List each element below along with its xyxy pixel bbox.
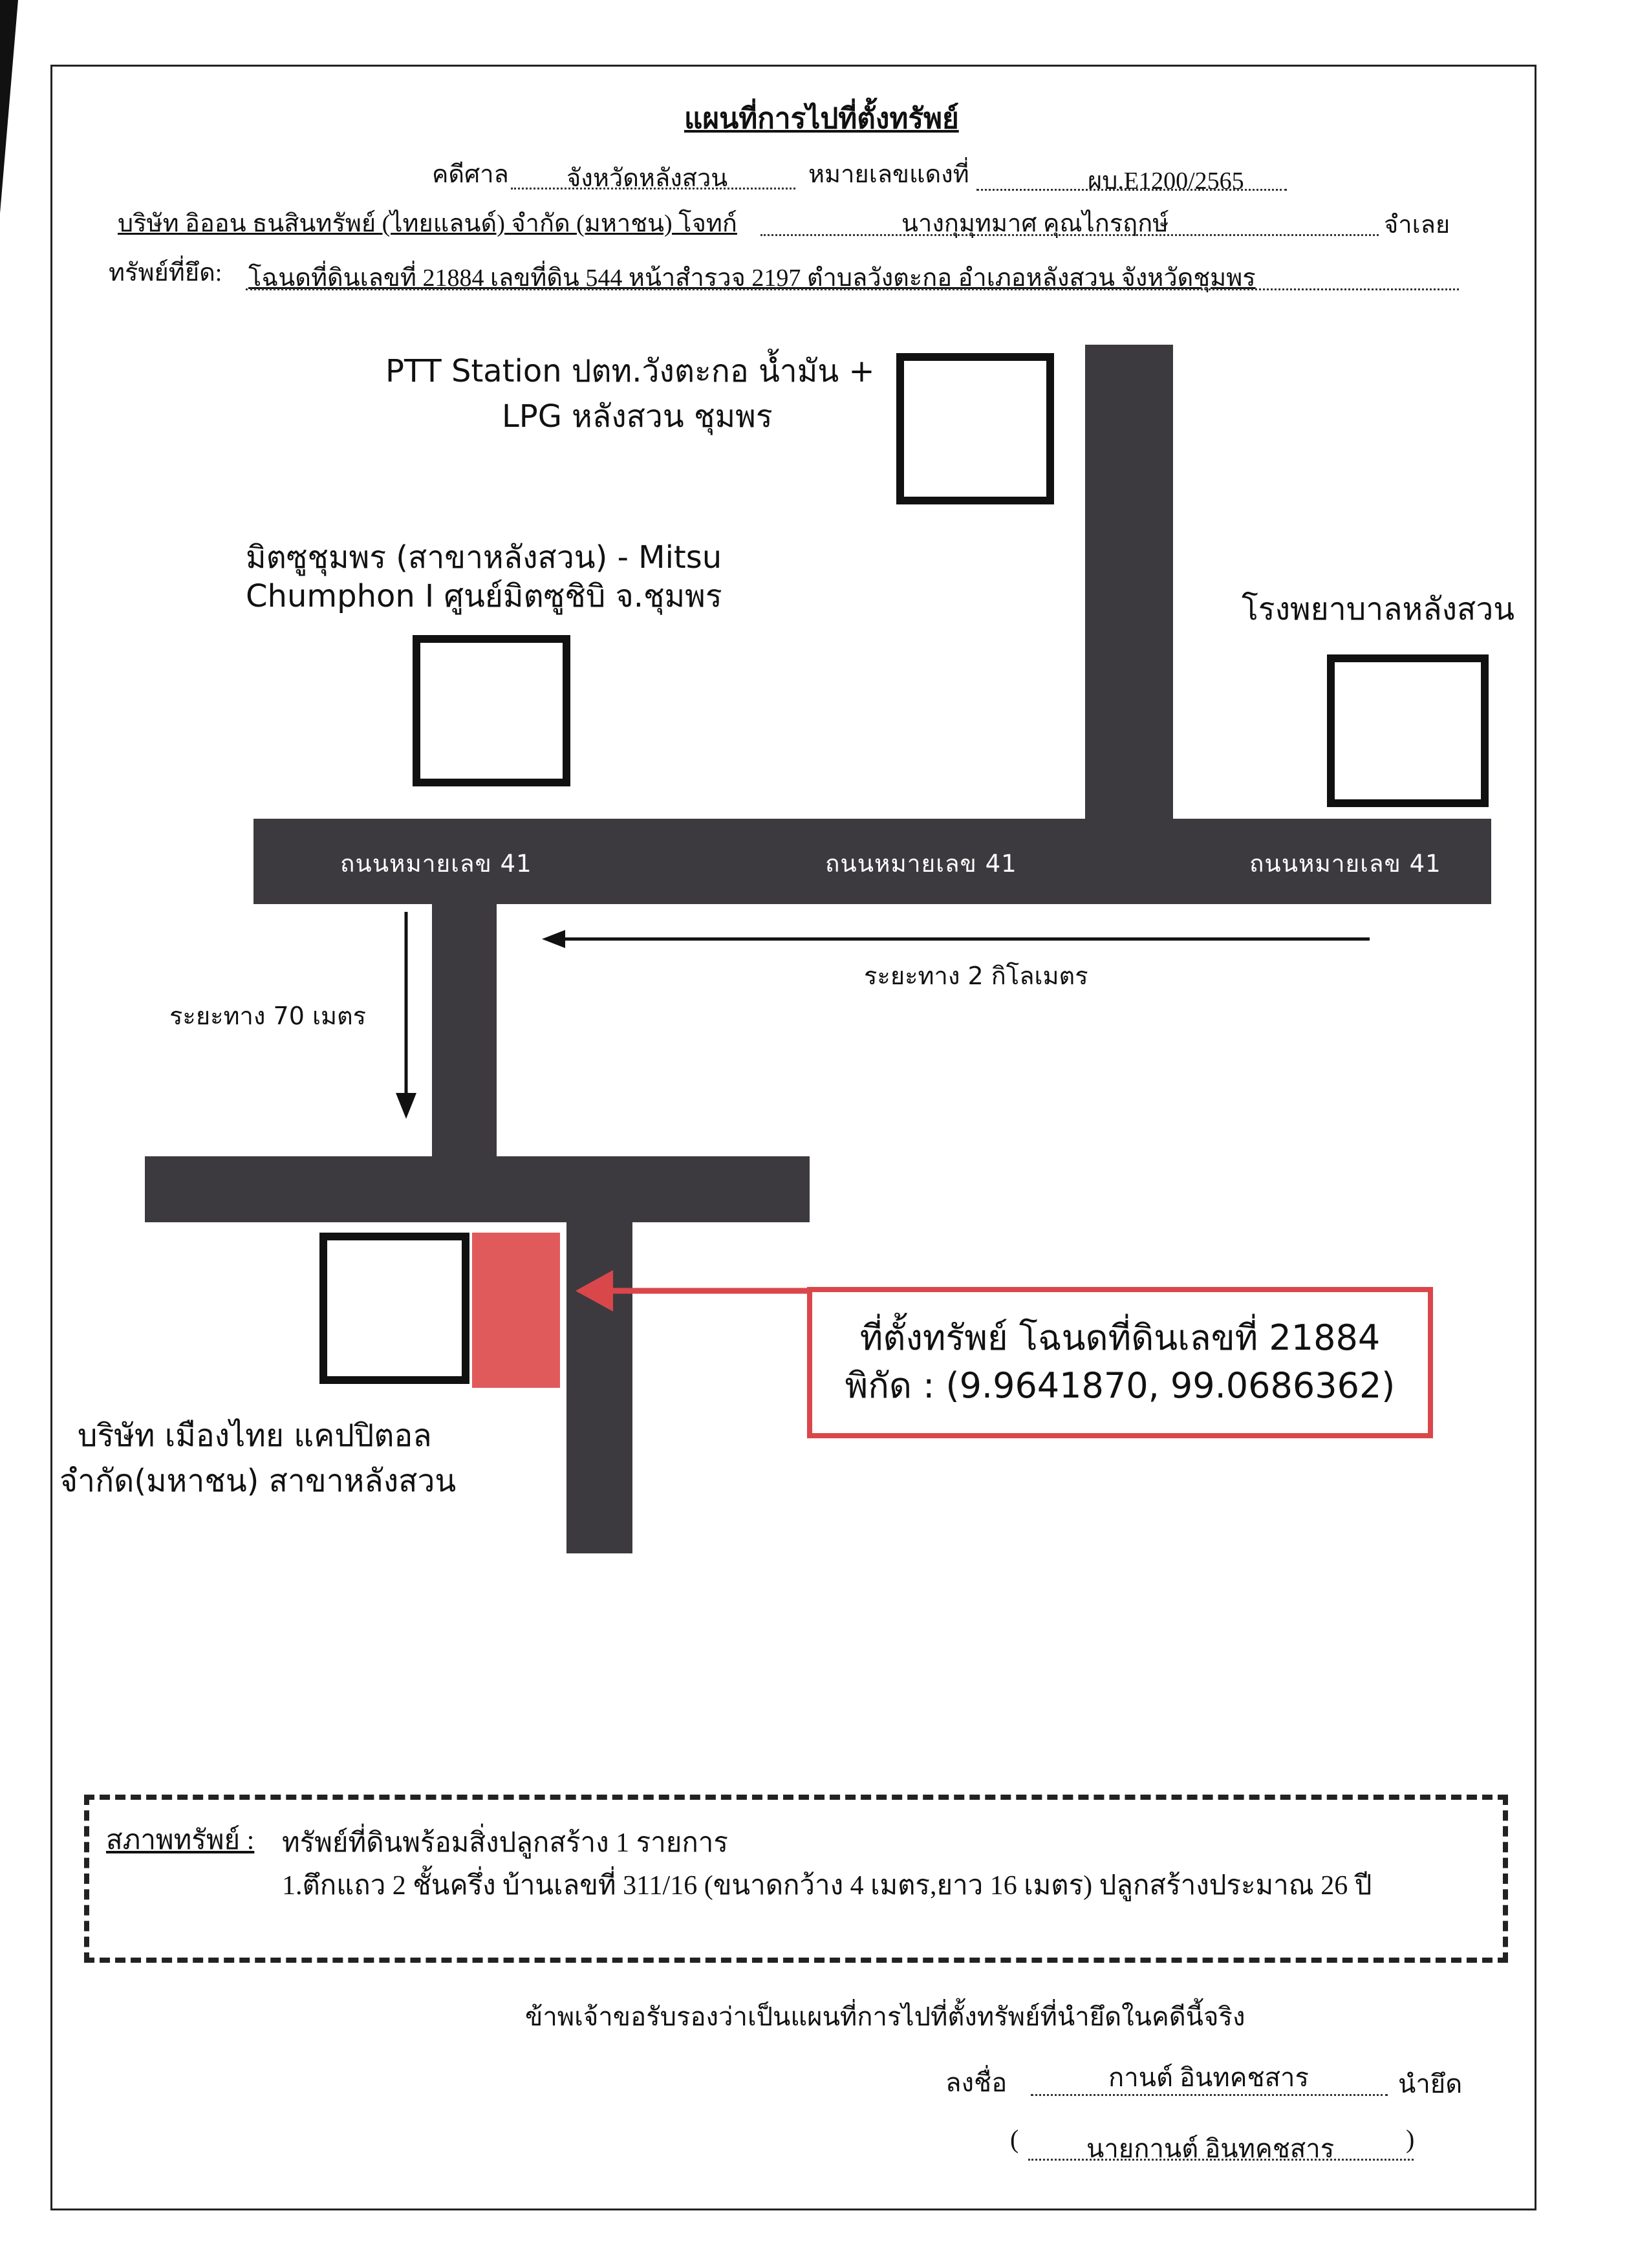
defendant-label: จำเลย [1384,211,1450,239]
road-label-1: ถนนหมายเลข 41 [340,850,532,878]
road-lower-horizontal [145,1156,810,1222]
bank-label-line1: บริษัท เมืองไทย แคปปิตอล [78,1418,432,1454]
bank-building [319,1233,469,1384]
condition-line1: ทรัพย์ที่ดินพร้อมสิ่งปลูกสร้าง 1 รายการ [282,1828,728,1858]
road-vertical-north [1085,345,1173,823]
road-label-3: ถนนหมายเลข 41 [1249,850,1441,878]
condition-line2: 1.ตึกแถว 2 ชั้นครึ่ง บ้านเลขที่ 311/16 (… [282,1871,1372,1901]
property-info-line1: ที่ตั้งทรัพย์ โฉนดที่ดินเลขที่ 21884 [859,1317,1381,1358]
condition-box [84,1795,1508,1963]
mitsu-label-line2: Chumphon I ศูนย์มิตซูชิบิ จ.ชุมพร [246,578,722,614]
case-no-label: หมายเลขแดงที่ [808,161,969,188]
sign-label: ลงชื่อ [945,2068,1008,2097]
distance-main-label: ระยะทาง 2 กิโลเมตร [864,962,1088,990]
arrow-property [576,1270,808,1312]
highway-41 [253,819,1491,904]
hospital-building [1327,654,1489,807]
arrow-side-distance [396,912,416,1119]
defendant-value: นางกุมุทมาศ คุณไกรฤกษ์ [901,210,1169,237]
road-label-2: ถนนหมายเลข 41 [825,850,1017,878]
court-underline [511,188,795,189]
property-marker [472,1233,560,1388]
printed-name: นายกานต์ อินทคชสาร [1086,2134,1335,2163]
road-side-soi [432,899,497,1158]
distance-side-label: ระยะทาง 70 เมตร [169,1002,367,1030]
property-underline [246,288,1459,290]
bank-label-line2: จำกัด(มหาชน) สาขาหลังสวน [59,1463,457,1499]
property-label: ทรัพย์ที่ยึด: [109,259,222,286]
printed-name-line [1028,2159,1414,2161]
open-paren: ( [1010,2124,1019,2154]
mitsu-building [413,635,570,786]
page-title: แผนที่การไปที่ตั้งทรัพย์ [684,103,959,135]
mitsu-label-line1: มิตซูชุมพร (สาขาหลังสวน) - Mitsu [246,539,722,576]
signature-line [1031,2094,1388,2096]
signature: กานต์ อินทคชสาร [1108,2063,1309,2092]
property-value: โฉนดที่ดินเลขที่ 21884 เลขที่ดิน 544 หน้… [248,265,1256,292]
defendant-underline [760,234,1379,236]
case-no-underline [976,189,1287,191]
certification-statement: ข้าพเจ้าขอรับรองว่าเป็นแผนที่การไปที่ตั้… [525,2002,1245,2031]
court-label: คดีศาล [432,161,509,188]
property-info-box: ที่ตั้งทรัพย์ โฉนดที่ดินเลขที่ 21884 พิก… [807,1287,1433,1438]
condition-label: สภาพทรัพย์ : [106,1826,255,1855]
scan-shadow [0,0,18,213]
document-frame [50,65,1536,2210]
road-lower-vertical [566,1221,632,1553]
hospital-label: โรงพยาบาลหลังสวน [1242,591,1515,627]
property-coordinates: พิกัด : (9.9641870, 99.0686362) [845,1365,1396,1406]
arrow-main-distance [542,930,1370,948]
close-paren: ) [1406,2124,1415,2154]
plaintiff-text: บริษัท อิออน ธนสินทรัพย์ (ไทยแลนด์) จำกั… [118,210,737,237]
signer-role: นำยึด [1398,2069,1463,2099]
ptt-label-line2: LPG หลังสวน ชุมพร [502,398,773,435]
ptt-station-building [896,353,1054,504]
ptt-label-line1: PTT Station ปตท.วังตะกอ น้ำมัน + [385,353,875,389]
